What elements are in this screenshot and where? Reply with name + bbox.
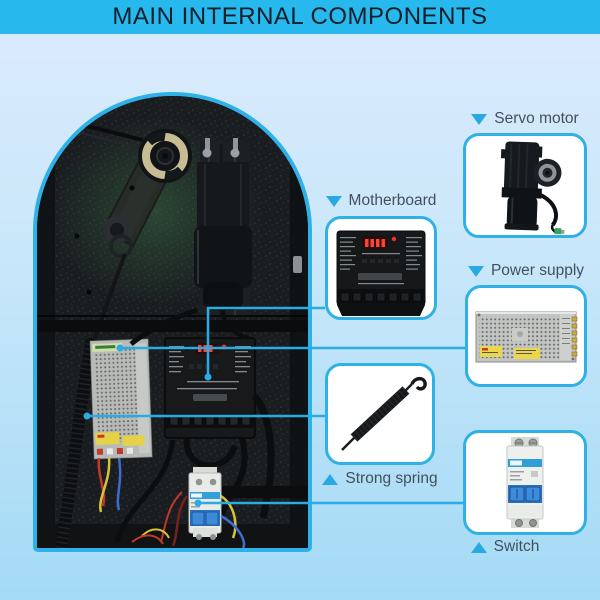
triangle-down-icon — [467, 265, 484, 277]
callout-image-motherboard — [325, 216, 437, 320]
triangle-down-icon — [471, 113, 488, 125]
motherboard-illustration — [336, 230, 426, 316]
callout-image-switch — [463, 430, 587, 535]
callout-label-servo-motor: Servo motor — [443, 110, 600, 128]
triangle-up-icon — [470, 541, 487, 553]
callout-label-strong-spring: Strong spring — [310, 470, 450, 488]
callout-label-motherboard: Motherboard — [311, 192, 451, 210]
callout-image-strong-spring — [325, 363, 435, 465]
callout-label-switch: Switch — [443, 538, 567, 556]
callout-text: Servo motor — [494, 110, 579, 127]
page-title: MAIN INTERNAL COMPONENTS — [112, 3, 488, 30]
servo-motor-illustration — [500, 141, 565, 235]
callout-text: Motherboard — [348, 192, 437, 209]
callout-image-servo-motor — [463, 133, 587, 238]
callout-image-power-supply — [465, 285, 587, 387]
title-bar: MAIN INTERNAL COMPONENTS — [0, 0, 600, 34]
power-supply-illustration — [475, 311, 578, 363]
callout-label-power-supply: Power supply — [446, 262, 600, 280]
triangle-up-icon — [322, 473, 339, 485]
callout-text: Power supply — [490, 262, 585, 279]
machine-interior-illustration — [37, 96, 308, 548]
circuit-breaker-illustration — [506, 437, 544, 528]
callout-text: Switch — [493, 538, 540, 555]
internal-components-photo — [33, 92, 312, 552]
triangle-down-icon — [325, 195, 342, 207]
callout-text: Strong spring — [345, 470, 438, 487]
strong-spring-illustration — [341, 376, 427, 451]
